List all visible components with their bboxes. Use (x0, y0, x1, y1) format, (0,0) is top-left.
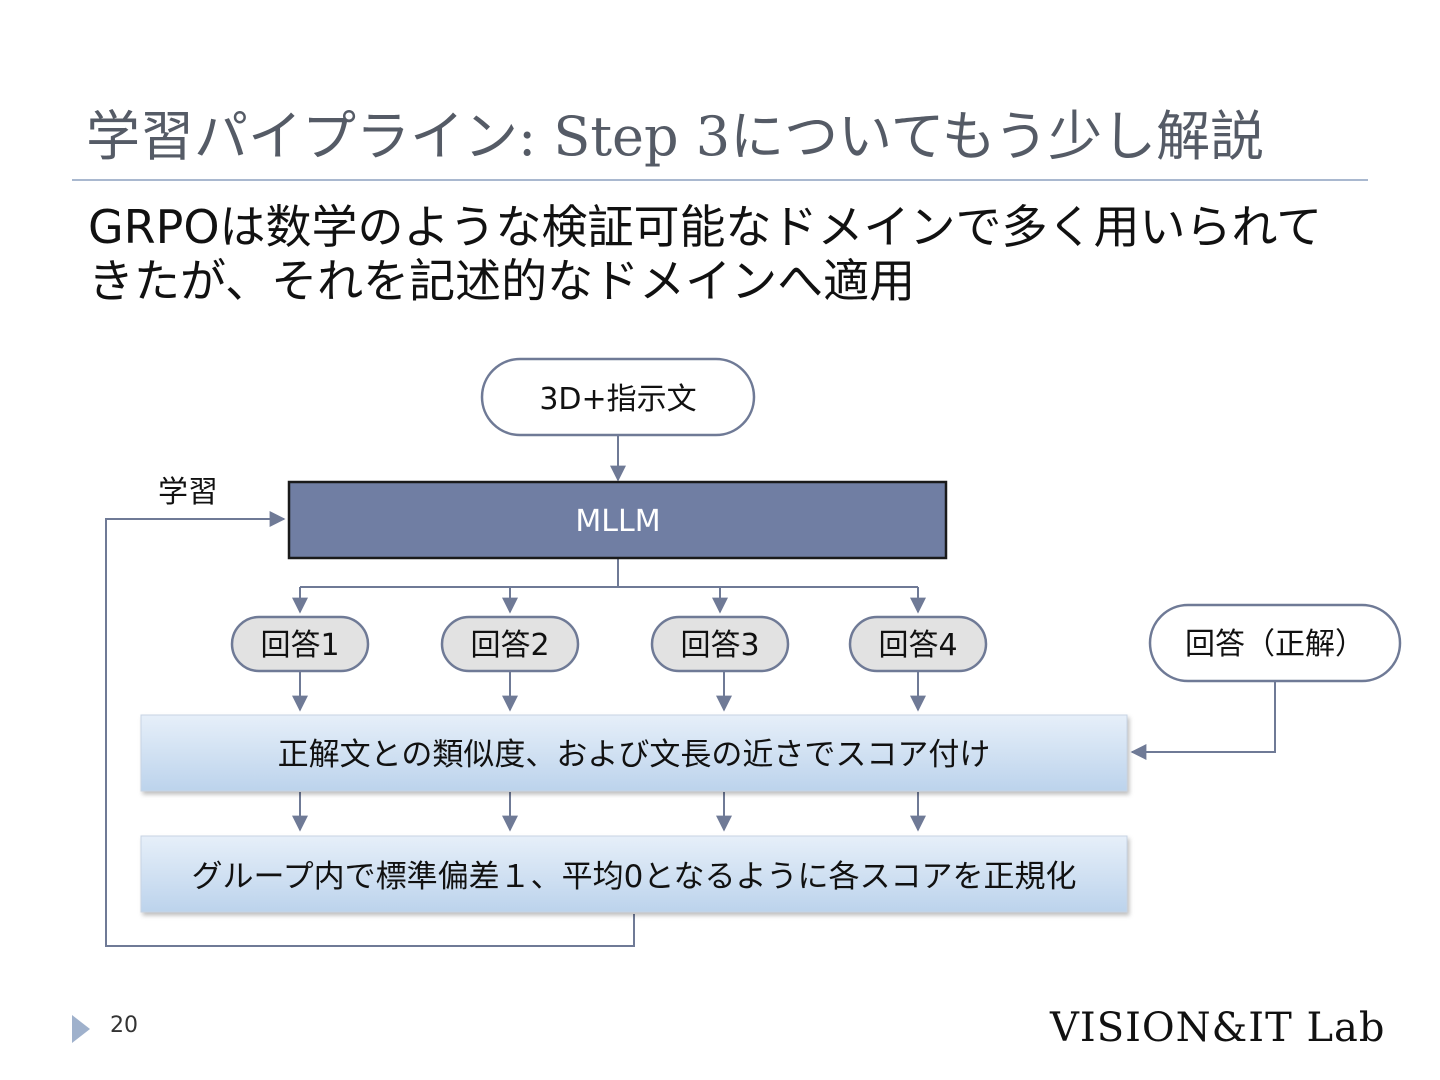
answer-node-3: 回答3 (650, 615, 790, 673)
ground-truth-to-score-arrow (1130, 681, 1276, 760)
answer-node-4: 回答4 (848, 615, 988, 673)
feedback-loop-arrow (105, 511, 635, 947)
answer-label-1: 回答1 (260, 628, 339, 663)
feedback-label: 学習 (158, 475, 218, 510)
title-underline (72, 179, 1368, 181)
answer-label-3: 回答3 (680, 628, 759, 663)
footer-arrow-icon (72, 1015, 90, 1043)
answer-node-1: 回答1 (230, 615, 370, 673)
connectors (105, 435, 1276, 947)
answer-label-4: 回答4 (878, 628, 957, 663)
input-node: 3D+指示文 (480, 357, 756, 437)
lab-logo: VISION&IT Lab (1050, 1005, 1386, 1051)
model-node: MLLM (287, 480, 948, 560)
model-label: MLLM (575, 504, 660, 539)
slide-title: 学習パイプライン: Step 3についてもう少し解説 (86, 105, 1265, 168)
subtitle-line-2: きたが、それを記述的なドメインへ適用 (88, 254, 916, 308)
normalization-label: グループ内で標準偏差１、平均0となるように各スコアを正規化 (192, 859, 1077, 895)
input-label: 3D+指示文 (539, 382, 696, 417)
subtitle-line-1: GRPOは数学のような検証可能なドメインで多く用いられて (88, 200, 1323, 254)
page-number: 20 (110, 1013, 138, 1038)
answer-node-2: 回答2 (440, 615, 580, 673)
ground-truth-label: 回答（正解） (1185, 627, 1365, 662)
ground-truth-node: 回答（正解） (1148, 603, 1402, 683)
scoring-label: 正解文との類似度、および文長の近さでスコア付け (278, 737, 991, 773)
answer-label-2: 回答2 (470, 628, 549, 663)
slide-subtitle: GRPOは数学のような検証可能なドメインで多く用いられて きたが、それを記述的な… (88, 200, 1388, 308)
normalization-box: グループ内で標準偏差１、平均0となるように各スコアを正規化 (140, 835, 1128, 913)
scoring-box: 正解文との類似度、および文長の近さでスコア付け (140, 714, 1128, 792)
